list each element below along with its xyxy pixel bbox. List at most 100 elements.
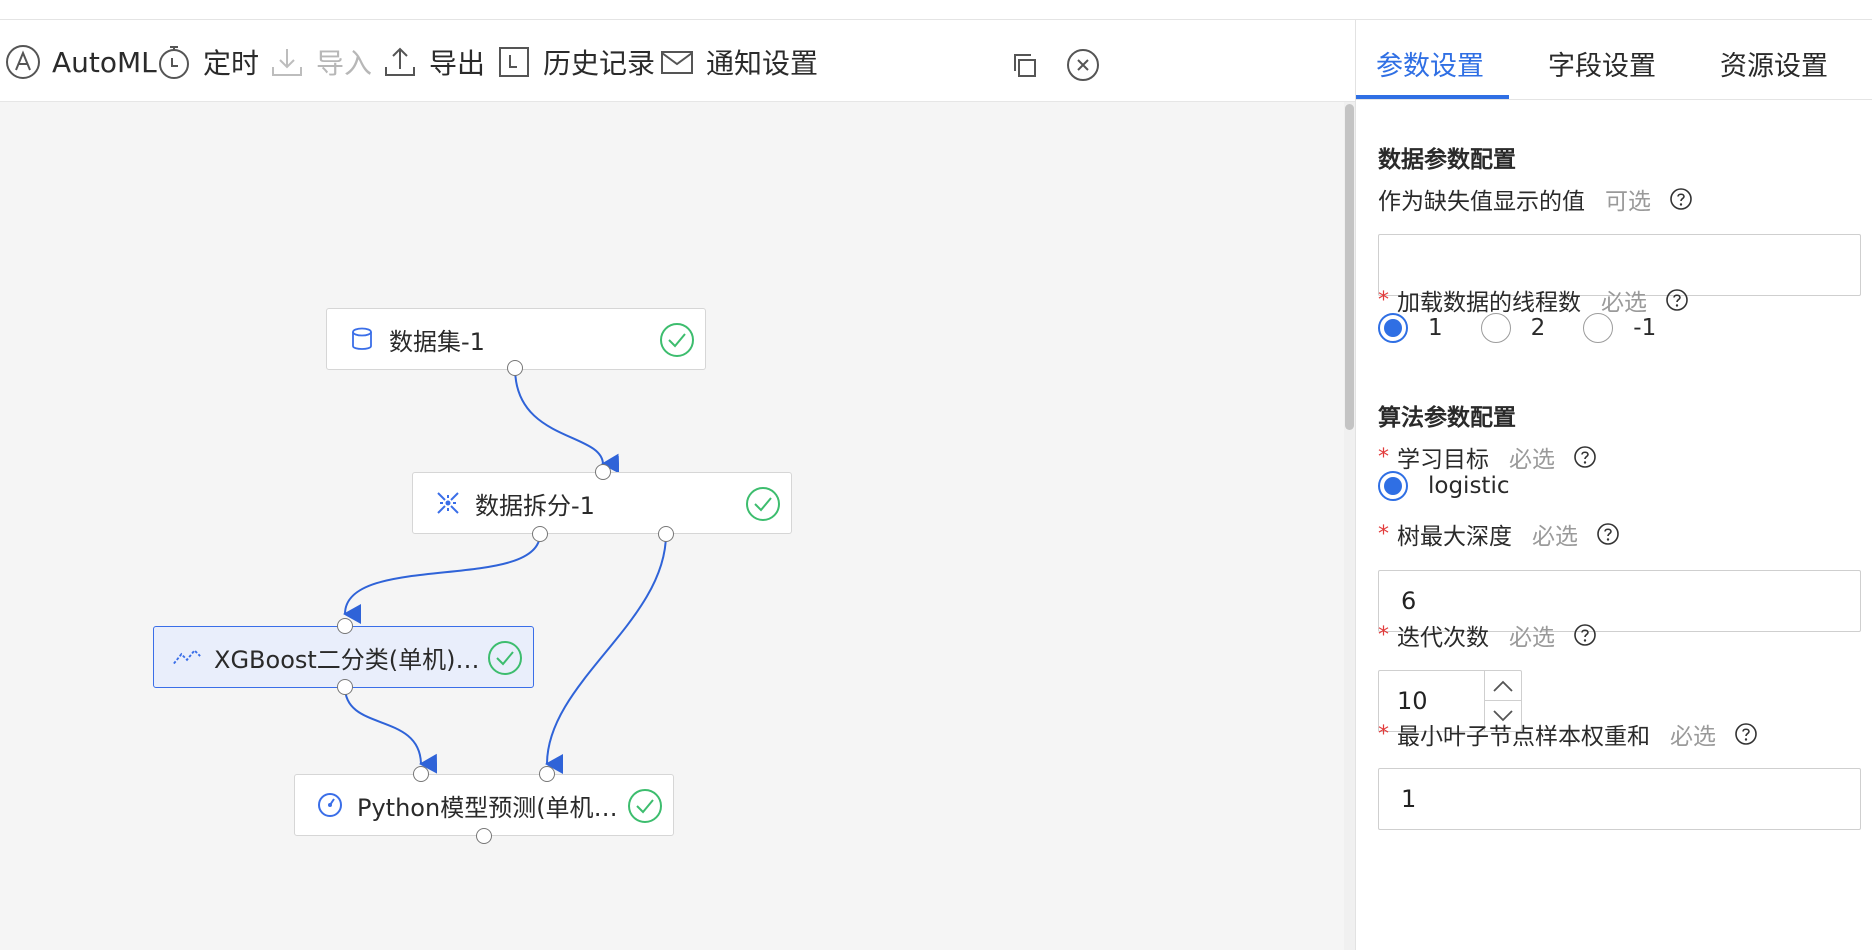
help-icon[interactable] xyxy=(1669,187,1693,211)
workflow-canvas[interactable]: 数据集-1 数据拆分-1 XGBoost二分类(单机)-... Python模型… xyxy=(0,102,1355,950)
algo-section-title: 算法参数配置 xyxy=(1378,405,1516,431)
active-tab-indicator xyxy=(1356,95,1509,99)
database-icon xyxy=(347,324,377,354)
label-text: 树最大深度 xyxy=(1397,524,1512,550)
canvas-scrollbar[interactable] xyxy=(1344,102,1355,950)
history-label: 历史记录 xyxy=(543,47,656,80)
history-icon xyxy=(499,47,529,77)
node-predict-input-port-2[interactable] xyxy=(539,766,555,782)
chevron-down-icon xyxy=(1493,710,1513,722)
download-icon xyxy=(272,49,302,76)
threads-label: * 加载数据的线程数 必选 xyxy=(1378,285,1689,316)
threads-option-minus1[interactable]: -1 xyxy=(1583,313,1656,343)
help-icon[interactable] xyxy=(1665,288,1689,312)
top-strip xyxy=(0,0,1872,20)
objective-radio-group: logistic xyxy=(1378,468,1548,504)
iterations-input[interactable]: 10 xyxy=(1379,671,1485,731)
node-predict-input-port-1[interactable] xyxy=(413,766,429,782)
objective-option-logistic[interactable]: logistic xyxy=(1378,471,1510,501)
edge-xgboost-to-predict xyxy=(344,686,438,774)
missing-value-label: 作为缺失值显示的值 可选 xyxy=(1378,184,1693,215)
optional-hint: 可选 xyxy=(1605,189,1651,215)
data-section-title: 数据参数配置 xyxy=(1378,147,1516,173)
node-xgboost-input-port[interactable] xyxy=(337,618,353,634)
min-child-weight-label: * 最小叶子节点样本权重和 必选 xyxy=(1378,719,1758,750)
success-check-icon xyxy=(488,641,522,675)
edge-dataset-to-split xyxy=(514,367,620,474)
tab-resources[interactable]: 资源设置 xyxy=(1720,51,1828,82)
copy-icon xyxy=(1014,54,1036,77)
label-text: 加载数据的线程数 xyxy=(1397,290,1581,316)
automl-button[interactable]: AutoML xyxy=(4,42,157,82)
min-child-weight-input[interactable]: 1 xyxy=(1378,768,1861,830)
node-data-split-input-port[interactable] xyxy=(595,464,611,480)
label-text: 最小叶子节点样本权重和 xyxy=(1397,724,1650,750)
required-hint: 必选 xyxy=(1509,625,1555,651)
toolbar: AutoML 定时 导入 导出 历史记录 通知设置 xyxy=(0,20,1355,102)
node-data-split-output-port-2[interactable] xyxy=(658,526,674,542)
stepper-down-button[interactable] xyxy=(1485,701,1521,731)
edge-split-to-xgboost xyxy=(343,533,541,625)
label-text: 迭代次数 xyxy=(1397,625,1489,651)
label-text: 作为缺失值显示的值 xyxy=(1378,189,1585,215)
history-button[interactable]: 历史记录 xyxy=(495,42,655,82)
success-check-icon xyxy=(628,789,662,823)
copy-button[interactable] xyxy=(1008,48,1042,82)
node-dataset[interactable]: 数据集-1 xyxy=(326,308,706,370)
help-icon[interactable] xyxy=(1573,445,1597,469)
iterations-label: * 迭代次数 必选 xyxy=(1378,620,1597,651)
stepper-up-button[interactable] xyxy=(1485,671,1521,701)
edge-split-to-predict xyxy=(545,533,667,775)
node-predict-output-port[interactable] xyxy=(476,828,492,844)
node-label: XGBoost二分类(单机)-... xyxy=(214,645,482,674)
max-depth-input[interactable]: 6 xyxy=(1378,570,1861,632)
success-check-icon xyxy=(746,487,780,521)
tab-params[interactable]: 参数设置 xyxy=(1376,51,1484,82)
required-mark: * xyxy=(1378,622,1389,648)
model-icon xyxy=(172,642,202,672)
notify-settings-button[interactable]: 通知设置 xyxy=(658,42,818,82)
node-label: 数据集-1 xyxy=(389,327,485,356)
required-mark: * xyxy=(1378,721,1389,747)
notify-label: 通知设置 xyxy=(706,47,819,80)
predict-icon xyxy=(315,790,345,820)
close-button[interactable] xyxy=(1066,48,1100,82)
help-icon[interactable] xyxy=(1573,623,1597,647)
help-icon[interactable] xyxy=(1596,522,1620,546)
required-hint: 必选 xyxy=(1670,724,1716,750)
schedule-label: 定时 xyxy=(203,47,260,80)
iterations-stepper[interactable]: 10 xyxy=(1378,670,1522,732)
automl-icon xyxy=(6,45,40,79)
export-label: 导出 xyxy=(429,47,486,80)
panel-tabs: 参数设置 字段设置 资源设置 xyxy=(1356,20,1872,100)
schedule-button[interactable]: 定时 xyxy=(155,42,259,82)
node-data-split[interactable]: 数据拆分-1 xyxy=(412,472,792,534)
threads-option-1[interactable]: 1 xyxy=(1378,313,1443,343)
scrollbar-thumb[interactable] xyxy=(1345,104,1354,430)
required-mark: * xyxy=(1378,287,1389,313)
required-hint: 必选 xyxy=(1509,447,1555,473)
edge-layer xyxy=(343,367,667,775)
import-button[interactable]: 导入 xyxy=(268,42,372,82)
upload-icon xyxy=(385,47,415,76)
node-python-predict[interactable]: Python模型预测(单机)... xyxy=(294,774,674,836)
properties-panel: 参数设置 字段设置 资源设置 数据参数配置 作为缺失值显示的值 可选 * 加载数… xyxy=(1355,20,1872,950)
help-icon[interactable] xyxy=(1734,722,1758,746)
required-hint: 必选 xyxy=(1532,524,1578,550)
timer-icon xyxy=(159,46,189,79)
export-button[interactable]: 导出 xyxy=(381,42,485,82)
label-text: 学习目标 xyxy=(1397,447,1489,473)
automl-label: AutoML xyxy=(52,45,157,79)
node-xgboost-output-port[interactable] xyxy=(337,679,353,695)
threads-option-2[interactable]: 2 xyxy=(1480,313,1545,343)
objective-label: * 学习目标 必选 xyxy=(1378,442,1597,473)
missing-value-input[interactable] xyxy=(1378,234,1861,296)
import-label: 导入 xyxy=(316,47,373,80)
close-circle-icon xyxy=(1067,49,1099,81)
node-label: Python模型预测(单机)... xyxy=(357,793,622,822)
tab-fields[interactable]: 字段设置 xyxy=(1548,51,1656,82)
split-icon xyxy=(433,488,463,518)
node-data-split-output-port-1[interactable] xyxy=(532,526,548,542)
chevron-up-icon xyxy=(1493,680,1513,692)
node-dataset-output-port[interactable] xyxy=(507,360,523,376)
